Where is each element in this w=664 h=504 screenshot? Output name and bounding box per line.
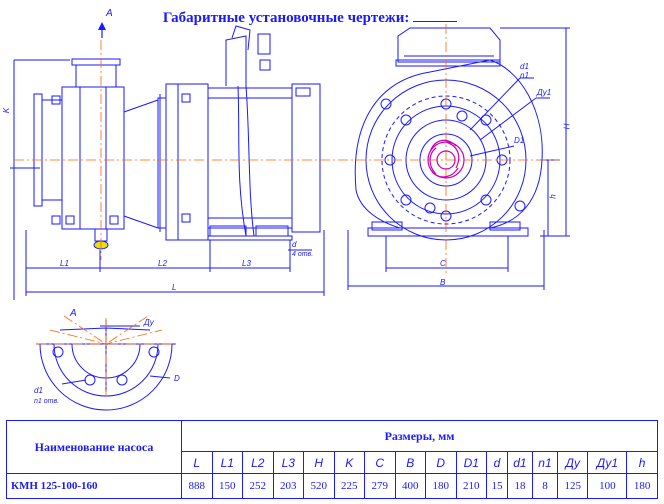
column-header: n1: [531, 451, 558, 474]
dim-Dy1-label: Ду1: [537, 88, 552, 97]
dim-L2-label: L2: [158, 259, 167, 268]
dim-d-label: d: [292, 240, 297, 249]
column-header: Ду: [556, 451, 589, 474]
dim-L3-label: L3: [242, 259, 251, 268]
table-cell: 203: [272, 473, 304, 499]
installation-drawing: [10, 22, 570, 411]
dim-Dy-label: Ду: [144, 318, 154, 327]
table-cell: 180: [425, 473, 457, 499]
dim-L-label: L: [172, 283, 177, 292]
column-header: L3: [272, 451, 304, 474]
column-header: D1: [455, 451, 487, 474]
table-cell: 225: [333, 473, 365, 499]
table-cell: 18: [506, 473, 533, 499]
table-cell: 400: [394, 473, 426, 499]
section-mark-label: A: [106, 8, 113, 19]
column-header: L2: [242, 451, 274, 474]
column-header: K: [333, 451, 365, 474]
dim-n1-label: n1: [520, 71, 529, 80]
dim-B-label: B: [440, 278, 446, 287]
table-cell: 100: [587, 473, 628, 499]
table-cell: 210: [455, 473, 487, 499]
column-header: D: [425, 451, 457, 474]
column-header: H: [303, 451, 335, 474]
page-title: Габаритные установочные чертежи:: [0, 9, 620, 27]
dim-h-label: h: [548, 194, 558, 199]
sizes-header: Размеры, мм: [181, 420, 658, 452]
column-header: B: [394, 451, 426, 474]
impeller: [427, 139, 465, 179]
dim-L1-label: L1: [60, 259, 69, 268]
table-cell: 15: [486, 473, 508, 499]
dim-H-label: H: [562, 123, 572, 130]
dim-D-label: D: [174, 374, 180, 383]
column-header: L: [181, 451, 213, 474]
column-header: L1: [211, 451, 243, 474]
dim-d1-label: d1: [520, 62, 529, 71]
drawing-labels-layer: A H K L1 L2 L3 L d 4 отв. d1 n1 Ду1 D1 h…: [2, 8, 572, 405]
view-A-label: A: [70, 308, 77, 319]
front-volute-outline: [354, 59, 543, 229]
view-A-d1-label: d1: [34, 386, 43, 395]
table-cell: 252: [242, 473, 274, 499]
dim-C-label: C: [440, 259, 446, 268]
dim-D1-label: D1: [514, 136, 525, 145]
view-A-n1-holes-label: n1 отв.: [34, 398, 60, 405]
table-cell: 888: [181, 473, 213, 499]
pump-model-cell: КМН 125-100-160: [6, 473, 182, 499]
table-cell: 8: [531, 473, 558, 499]
table-cell: 279: [364, 473, 396, 499]
column-header: C: [364, 451, 396, 474]
column-header: h: [626, 451, 658, 474]
center-axes: [14, 24, 560, 396]
pump-name-header: Наименование насоса: [6, 420, 182, 474]
column-header: d1: [506, 451, 533, 474]
table-cell: 125: [556, 473, 589, 499]
table-cell: 180: [626, 473, 658, 499]
column-header: d: [486, 451, 508, 474]
dim-K-label: K: [2, 107, 12, 114]
dim-d-holes-label: 4 отв.: [292, 251, 314, 258]
table-cell: 150: [211, 473, 243, 499]
table-cell: 520: [303, 473, 335, 499]
column-header: Ду1: [587, 451, 628, 474]
